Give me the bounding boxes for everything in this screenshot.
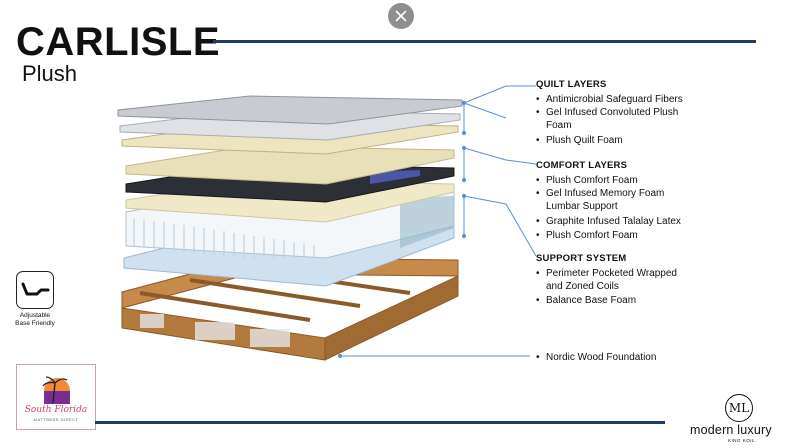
- brand-name: modern luxury: [690, 423, 772, 437]
- mattress-layers-illustration: [117, 95, 463, 361]
- footer-rule: [95, 421, 665, 424]
- foundation-section: •Nordic Wood Foundation: [536, 351, 756, 364]
- close-icon: [395, 10, 407, 22]
- list-item: •Perimeter Pocketed Wrapped: [536, 268, 677, 279]
- brand-monogram: ML: [725, 394, 753, 422]
- quilt-cover-layer: [117, 95, 463, 125]
- product-title: CARLISLE: [16, 20, 220, 64]
- header-rule: [213, 40, 756, 43]
- list-item: •Balance Base Foam: [536, 295, 637, 306]
- store-logo: South Florida MATTRESS DIRECT: [16, 364, 96, 430]
- comfort-layers-section: COMFORT LAYERS •Plush Comfort Foam •Gel …: [536, 160, 756, 242]
- support-system-section: SUPPORT SYSTEM •Perimeter Pocketed Wrapp…: [536, 253, 756, 307]
- adjustable-bed-icon: [21, 282, 50, 296]
- list-item: •Gel Infused Memory Foam: [536, 188, 665, 199]
- close-button[interactable]: [388, 3, 414, 29]
- list-item: •Graphite Infused Talalay Latex: [536, 216, 681, 227]
- list-item: •Plush Comfort Foam: [536, 175, 638, 186]
- quilt-layers-section: QUILT LAYERS •Antimicrobial Safeguard Fi…: [536, 79, 756, 147]
- list-item: •Plush Quilt Foam: [536, 135, 623, 146]
- adjustable-base-badge: [16, 271, 54, 309]
- store-name: South Florida: [24, 405, 88, 415]
- list-item: and Zoned Coils: [546, 281, 619, 292]
- list-item: •Gel Infused Convoluted Plush: [536, 107, 679, 118]
- list-item: •Plush Comfort Foam: [536, 230, 638, 241]
- comfort-layers-heading: COMFORT LAYERS: [536, 160, 628, 171]
- quilt-layers-heading: QUILT LAYERS: [536, 79, 607, 90]
- list-item: •Antimicrobial Safeguard Fibers: [536, 94, 683, 105]
- adjustable-base-label: Adjustable Base Friendly: [15, 312, 55, 327]
- store-subname: MATTRESS DIRECT: [33, 417, 79, 422]
- palm-sunset-logo-icon: [42, 376, 70, 404]
- product-subtitle: Plush: [22, 61, 78, 86]
- callout-connectors: [337, 85, 537, 359]
- support-system-heading: SUPPORT SYSTEM: [536, 253, 627, 264]
- list-item: Foam: [546, 120, 572, 131]
- lumbar-support-strip: [370, 170, 420, 184]
- brand-tagline: KING KOIL: [728, 438, 756, 443]
- list-item: Lumbar Support: [546, 201, 618, 212]
- list-item: •Nordic Wood Foundation: [536, 352, 657, 363]
